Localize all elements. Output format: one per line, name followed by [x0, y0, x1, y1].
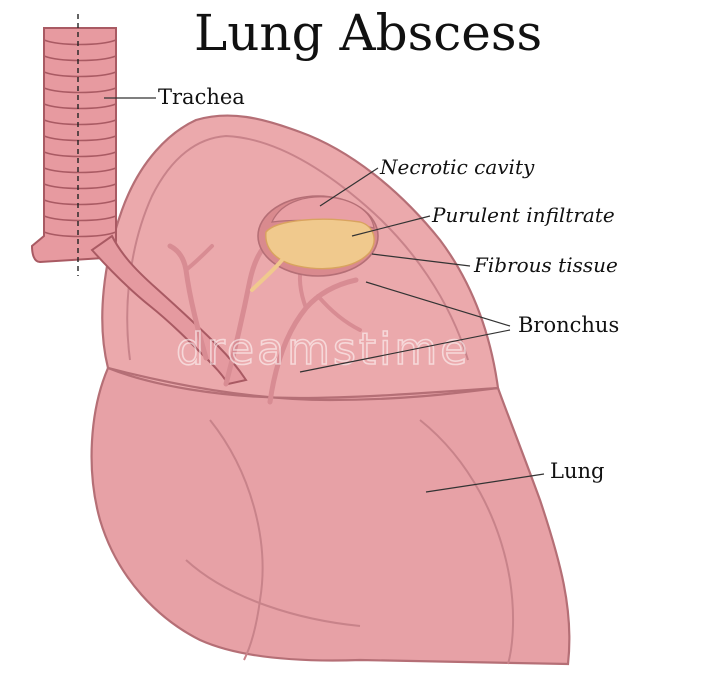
diagram-title: Lung Abscess	[194, 4, 542, 62]
label-fibrous-tissue: Fibrous tissue	[473, 253, 618, 277]
trachea-body	[32, 28, 116, 262]
label-purulent-infiltrate: Purulent infiltrate	[431, 203, 615, 227]
label-lung: Lung	[550, 459, 604, 483]
label-necrotic-cavity: Necrotic cavity	[379, 155, 535, 179]
trachea	[32, 14, 116, 276]
label-bronchus: Bronchus	[518, 313, 619, 337]
label-trachea: Trachea	[158, 85, 245, 109]
lung-lower-lobe	[92, 368, 570, 664]
